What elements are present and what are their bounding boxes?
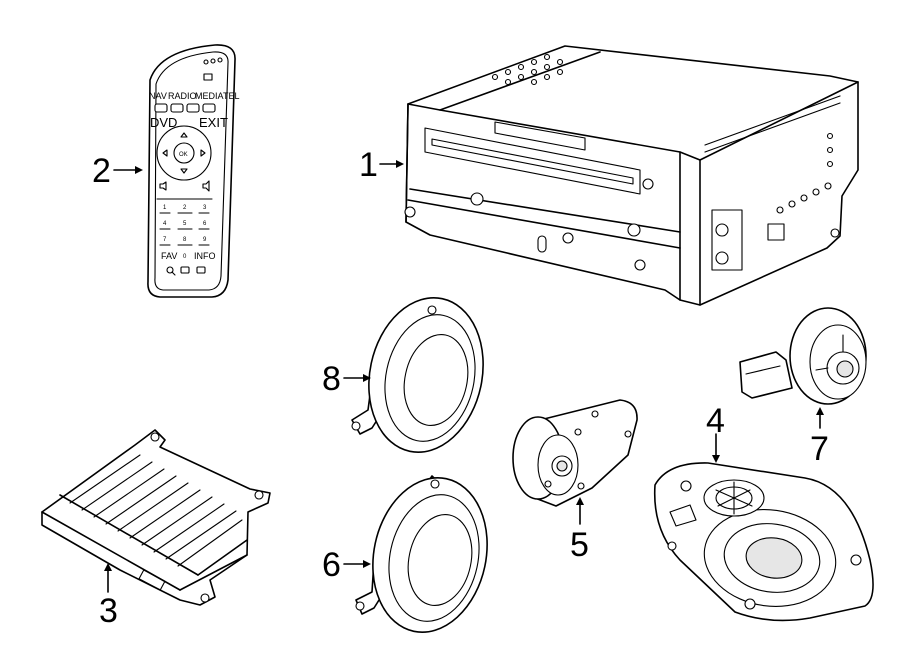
remote-nav-label: NAV <box>149 91 167 101</box>
remote-key-9: 9 <box>203 237 207 243</box>
remote-exit-label: EXIT <box>199 115 228 130</box>
remote-key-3: 3 <box>203 205 207 211</box>
callout-1: 1 <box>359 146 378 184</box>
callout-7: 7 <box>810 430 829 468</box>
remote-key-4: 4 <box>163 221 167 227</box>
remote-keypad: 1 2 3 4 5 6 7 8 9 <box>163 205 207 243</box>
callout-arrows <box>104 160 824 593</box>
callout-5: 5 <box>570 526 589 564</box>
subwoofer-speaker <box>653 462 874 622</box>
remote-key-7: 7 <box>163 237 167 243</box>
callout-8: 8 <box>322 360 341 398</box>
callout-6: 6 <box>322 546 341 584</box>
amplifier-fins <box>69 454 243 567</box>
remote-key-2: 2 <box>183 205 187 211</box>
remote-key-6: 6 <box>203 221 207 227</box>
door-speaker <box>355 475 488 633</box>
remote-ok-label: OK <box>179 152 188 158</box>
radio-head-unit <box>404 45 859 306</box>
remote-key-5: 5 <box>183 221 187 227</box>
remote-control: NAV RADIO MEDIA TEL DVD EXIT OK 1 2 3 4 … <box>147 44 240 298</box>
callout-2: 2 <box>92 152 111 190</box>
tweeter-round <box>739 307 867 405</box>
remote-info-label: INFO <box>194 251 216 261</box>
remote-tel-label: TEL <box>223 91 240 101</box>
remote-dvd-label: DVD <box>150 115 177 130</box>
callout-4: 4 <box>706 402 725 440</box>
callout-3: 3 <box>99 592 118 630</box>
door-speaker-front <box>351 297 484 453</box>
remote-radio-label: RADIO <box>168 91 197 101</box>
remote-zero-label: 0 <box>183 254 187 260</box>
remote-fav-label: FAV <box>161 251 177 261</box>
tweeter <box>512 399 638 507</box>
remote-key-8: 8 <box>183 237 187 243</box>
remote-media-label: MEDIA <box>195 91 224 101</box>
remote-key-1: 1 <box>163 205 167 211</box>
head-unit-vents <box>491 53 564 86</box>
amplifier <box>41 429 271 606</box>
